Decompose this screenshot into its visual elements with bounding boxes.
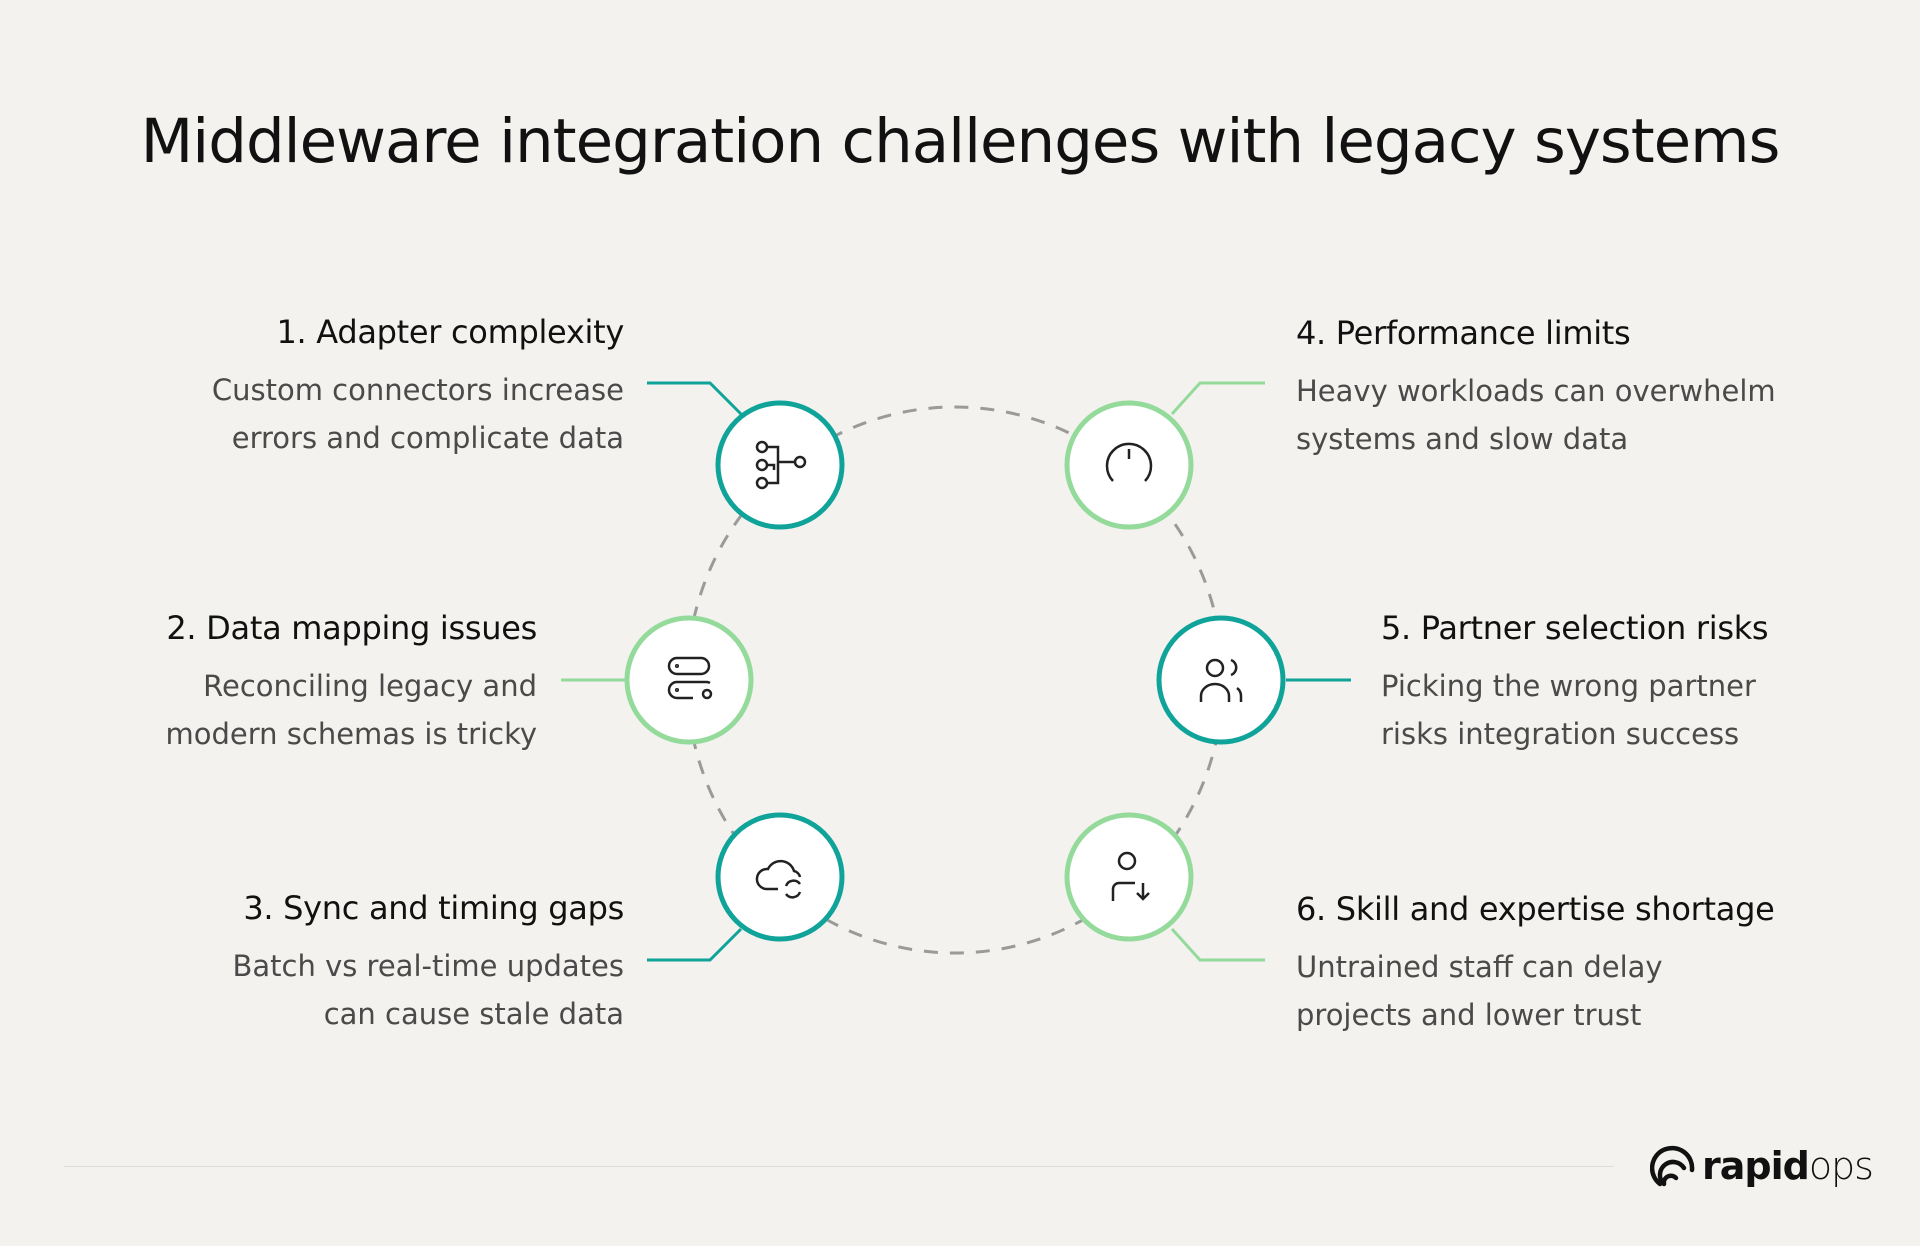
logo-swirl-icon bbox=[1650, 1145, 1695, 1187]
challenge-desc-line: can cause stale data bbox=[323, 997, 624, 1031]
user-down-icon bbox=[1111, 851, 1150, 901]
rapidops-logo: rapidops bbox=[1650, 1142, 1874, 1190]
challenge-desc-line: Reconciling legacy and bbox=[203, 669, 537, 703]
node-1 bbox=[715, 400, 845, 530]
challenge-desc-line: risks integration success bbox=[1381, 717, 1740, 751]
challenge-desc-line: Custom connectors increase bbox=[211, 373, 624, 407]
node-2 bbox=[624, 615, 754, 745]
challenge-3: 3. Sync and timing gaps Batch vs real-ti… bbox=[104, 888, 624, 1038]
challenge-2: 2. Data mapping issues Reconciling legac… bbox=[17, 608, 538, 758]
node-4 bbox=[1064, 400, 1194, 530]
challenge-heading: 4. Performance limits bbox=[1296, 314, 1631, 352]
challenge-heading: 5. Partner selection risks bbox=[1381, 609, 1769, 647]
database-settings-icon bbox=[667, 656, 713, 700]
challenge-1: 1. Adapter complexity Custom connectors … bbox=[104, 312, 624, 462]
challenge-desc-line: systems and slow data bbox=[1296, 422, 1629, 456]
challenge-desc-line: projects and lower trust bbox=[1296, 998, 1642, 1032]
connector-6 bbox=[1170, 927, 1265, 962]
connector-1 bbox=[647, 381, 743, 416]
page-title: Middleware integration challenges with l… bbox=[140, 106, 1781, 177]
logo-text-light: ops bbox=[1808, 1144, 1874, 1188]
logo-text-bold: rapid bbox=[1702, 1144, 1810, 1188]
challenge-desc-line: Untrained staff can delay bbox=[1296, 950, 1663, 984]
node-6 bbox=[1064, 812, 1194, 942]
challenge-heading: 2. Data mapping issues bbox=[166, 609, 537, 647]
challenge-desc-line: errors and complicate data bbox=[231, 421, 624, 455]
challenge-desc-line: Batch vs real-time updates bbox=[232, 949, 624, 983]
gauge-icon bbox=[1105, 442, 1153, 482]
node-5 bbox=[1156, 615, 1286, 745]
workflow-branch-icon bbox=[755, 440, 807, 490]
challenge-desc-line: Heavy workloads can overwhelm bbox=[1296, 374, 1776, 408]
challenge-desc-line: Picking the wrong partner bbox=[1381, 669, 1756, 703]
challenge-heading: 1. Adapter complexity bbox=[276, 313, 624, 351]
challenge-4: 4. Performance limits Heavy workloads ca… bbox=[1296, 313, 1816, 463]
connector-3 bbox=[647, 927, 743, 962]
challenge-heading: 3. Sync and timing gaps bbox=[243, 889, 624, 927]
connector-4 bbox=[1170, 381, 1265, 416]
users-icon bbox=[1199, 658, 1243, 702]
node-3 bbox=[715, 812, 845, 942]
challenge-desc-line: modern schemas is tricky bbox=[165, 717, 537, 751]
footer-divider bbox=[64, 1166, 1614, 1167]
challenge-6: 6. Skill and expertise shortage Untraine… bbox=[1296, 889, 1816, 1039]
challenge-heading: 6. Skill and expertise shortage bbox=[1296, 890, 1775, 928]
cloud-sync-icon bbox=[755, 859, 802, 899]
challenge-5: 5. Partner selection risks Picking the w… bbox=[1381, 608, 1901, 758]
